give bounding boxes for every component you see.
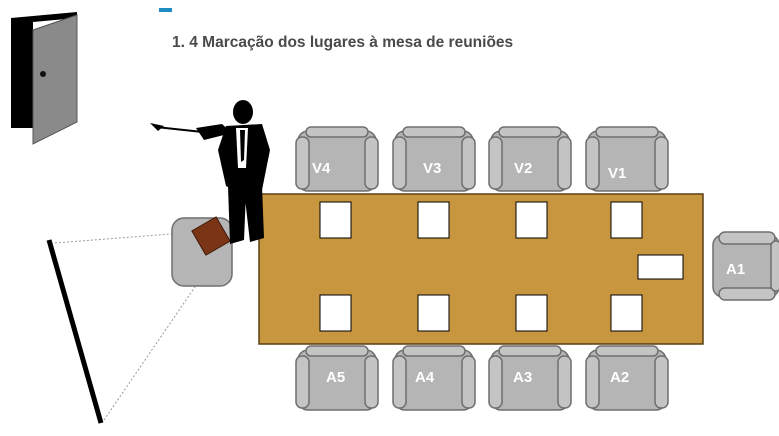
chair-a2: A2: [585, 345, 669, 411]
title-accent-bar: [159, 8, 172, 12]
chair-a3: A3: [488, 345, 572, 411]
place-documents: [319, 201, 684, 332]
projection-screen: [46, 239, 104, 424]
chair-v1: V1: [585, 126, 669, 192]
seat-label-a3: A3: [513, 369, 532, 386]
chair-v3: V3: [392, 126, 476, 192]
projector-icon: [191, 216, 231, 256]
chair-a4: A4: [392, 345, 476, 411]
seat-label-a5: A5: [326, 369, 345, 386]
seat-label-v4: V4: [312, 160, 331, 177]
seat-label-v3: V3: [423, 160, 441, 177]
slide-title: 1. 4 Marcação dos lugares à mesa de reun…: [172, 34, 514, 51]
seat-label-v1: V1: [608, 165, 626, 182]
chair-a5: A5: [295, 345, 379, 411]
seat-label-a4: A4: [415, 369, 435, 386]
seat-label-v2: V2: [514, 160, 532, 177]
door-icon: [11, 12, 78, 145]
seat-label-a2: A2: [610, 369, 629, 386]
chair-v4: V4: [295, 126, 379, 192]
presenter-figure: [150, 100, 270, 244]
chair-v2: V2: [488, 126, 572, 192]
seat-label-a1: A1: [726, 261, 745, 278]
chair-a1: A1: [712, 231, 779, 301]
